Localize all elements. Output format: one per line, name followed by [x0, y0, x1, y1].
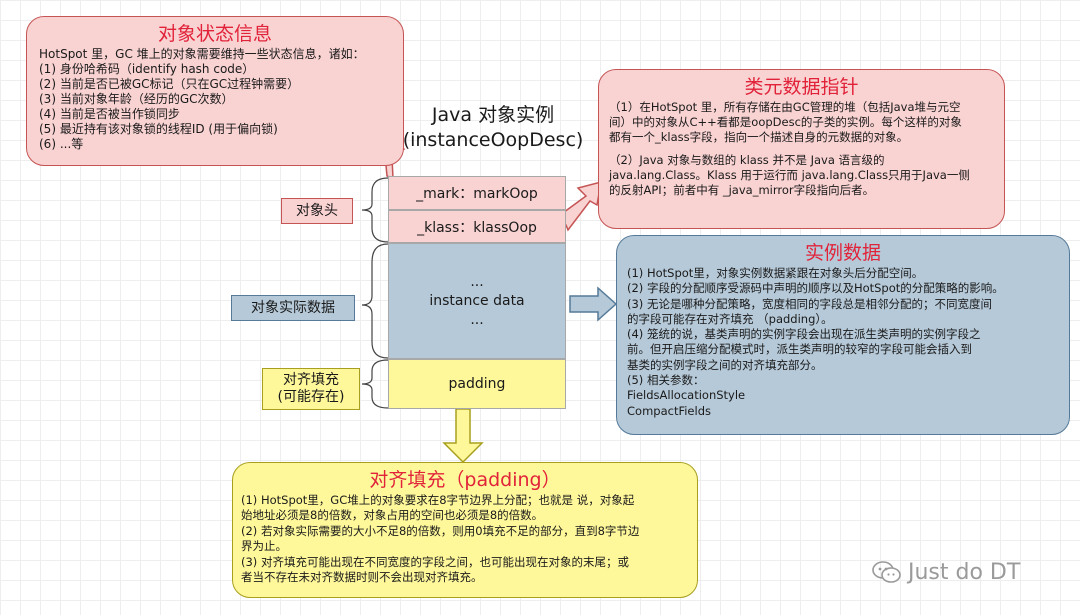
padding-line: (2) 若对象实际需要的大小不足8的倍数，则用0填充不足的部分，直到8字节边: [241, 523, 640, 538]
klass-pointer-text: （1）在HotSpot 里，所有存储在由GC管理的堆（包括Java堆与元空 间）…: [609, 100, 994, 198]
padding-title: 对齐填充（padding）: [369, 469, 561, 491]
padding-line: (3) 对齐填充可能出现在不同宽度的字段之间，也可能出现在对象的末尾；或: [241, 554, 629, 569]
state-line: (1) 身份哈希码（identify hash code）: [39, 62, 255, 76]
arrow-to-instance-panel: [569, 286, 618, 322]
klass-field: _klass：klassOop: [388, 210, 566, 243]
instance-data-block: ... instance data ...: [388, 243, 566, 359]
klass-line: （2）Java 对象与数组的 klass 并不是 Java 语言级的: [609, 153, 885, 167]
klass-line: [609, 145, 994, 153]
padding-line: 者当不存在未对齐数据时则不会出现对齐填充。: [241, 570, 483, 585]
padding-text: (1) HotSpot里，GC堆上的对象要求在8字节边界上分配；也就是 说，对象…: [241, 493, 689, 585]
padding-side-label-line-1: 对齐填充: [283, 372, 339, 388]
watermark: Just do DT: [872, 556, 1062, 588]
instance-line: (4) 笼统的说，基类声明的实例字段会出现在派生类声明的实例字段之: [627, 327, 981, 342]
instance-data-label: instance data: [429, 292, 525, 309]
state-line: (6) ...等: [39, 137, 84, 151]
instance-line: CompactFields: [627, 403, 711, 418]
klass-line: 的反射API；前者中有 _java_mirror字段指向后者。: [609, 183, 875, 197]
watermark-text: Just do DT: [908, 559, 1021, 585]
instance-line: 的字段可能存在对齐填充 （padding）。: [627, 311, 833, 326]
instance-data-title: 实例数据: [804, 242, 881, 264]
padding-line: 界为止。: [241, 539, 287, 554]
brace-instance: [361, 243, 389, 359]
wechat-icon: [872, 561, 901, 583]
state-line: (2) 当前是否已被GC标记（只在GC过程钟需要）: [39, 77, 300, 91]
padding-block-label: padding: [448, 376, 506, 392]
title-line-2: (instanceOopDesc): [402, 129, 584, 151]
state-line: (4) 当前是否被当作锁同步: [39, 107, 180, 121]
klass-field-label: _klass：klassOop: [417, 219, 537, 236]
state-line: (3) 当前对象年龄（经历的GC次数）: [39, 92, 234, 106]
padding-line: 始地址必须是8的倍数，对象占用的空间也必须是8的倍数。: [241, 508, 544, 523]
object-state-panel: 对象状态信息 HotSpot 里，GC 堆上的对象需要维持一些状态信息，诸如： …: [26, 16, 404, 166]
instance-data-panel: 实例数据 (1) HotSpot里，对象实例数据紧跟在对象头后分配空间。 (2)…: [616, 235, 1070, 435]
mark-field: _mark：markOop: [388, 176, 566, 210]
klass-line: （1）在HotSpot 里，所有存储在由GC管理的堆（包括Java堆与元空: [609, 100, 961, 114]
instance-side-label: 对象实际数据: [231, 295, 355, 321]
instance-line: 基类的实例字段之间的对齐填充部分。: [627, 357, 823, 372]
brace-padding: [361, 359, 389, 409]
klass-pointer-title: 类元数据指针: [744, 76, 859, 98]
object-state-text: HotSpot 里，GC 堆上的对象需要维持一些状态信息，诸如： (1) 身份哈…: [39, 47, 391, 152]
arrow-to-padding-panel: [442, 408, 484, 464]
instance-dots-top: ...: [470, 273, 484, 290]
klass-pointer-panel: 类元数据指针 （1）在HotSpot 里，所有存储在由GC管理的堆（包括Java…: [598, 69, 1005, 229]
instance-line: (1) HotSpot里，对象实例数据紧跟在对象头后分配空间。: [627, 266, 924, 280]
mark-field-label: _mark：markOop: [416, 186, 538, 202]
title-line-1: Java 对象实例: [431, 104, 555, 126]
padding-panel: 对齐填充（padding） (1) HotSpot里，GC堆上的对象要求在8字节…: [232, 462, 698, 598]
klass-line: 间）中的对象从C++看都是oopDesc的子类的实例。每个这样的对象: [609, 115, 962, 129]
klass-line: java.lang.Class。Klass 用于运行而 java.lang.Cl…: [609, 168, 970, 182]
object-state-title: 对象状态信息: [157, 23, 272, 45]
state-line: (5) 最近持有该对象锁的线程ID (用于偏向锁): [39, 122, 278, 136]
instance-line: FieldsAllocationStyle: [627, 388, 746, 403]
padding-side-label: 对齐填充 (可能存在): [262, 368, 360, 410]
brace-header: [361, 177, 389, 243]
object-instance-title: Java 对象实例 (instanceOopDesc): [398, 103, 588, 153]
padding-side-label-line-2: (可能存在): [277, 389, 345, 405]
padding-block: padding: [388, 359, 566, 409]
padding-line: (1) HotSpot里，GC堆上的对象要求在8字节边界上分配；也就是 说，对象…: [241, 493, 635, 507]
instance-line: (3) 无论是哪种分配策略，宽度相同的字段总是相邻分配的；不同宽度间: [627, 296, 992, 311]
instance-data-text: (1) HotSpot里，对象实例数据紧跟在对象头后分配空间。 (2) 字段的分…: [627, 266, 1059, 419]
instance-dots-bottom: ...: [470, 311, 484, 328]
instance-line: (2) 字段的分配顺序受源码中声明的顺序以及HotSpot的分配策略的影响。: [627, 281, 1004, 296]
instance-line: 前。但开启压缩分配模式时，派生类声明的较窄的字段可能会插入到: [627, 342, 972, 357]
state-line: HotSpot 里，GC 堆上的对象需要维持一些状态信息，诸如：: [39, 47, 365, 61]
header-side-label: 对象头: [281, 198, 353, 224]
klass-line: 都有一个_klass字段，指向一个描述自身的元数据的对象。: [609, 130, 909, 144]
instance-line: (5) 相关参数：: [627, 373, 705, 388]
